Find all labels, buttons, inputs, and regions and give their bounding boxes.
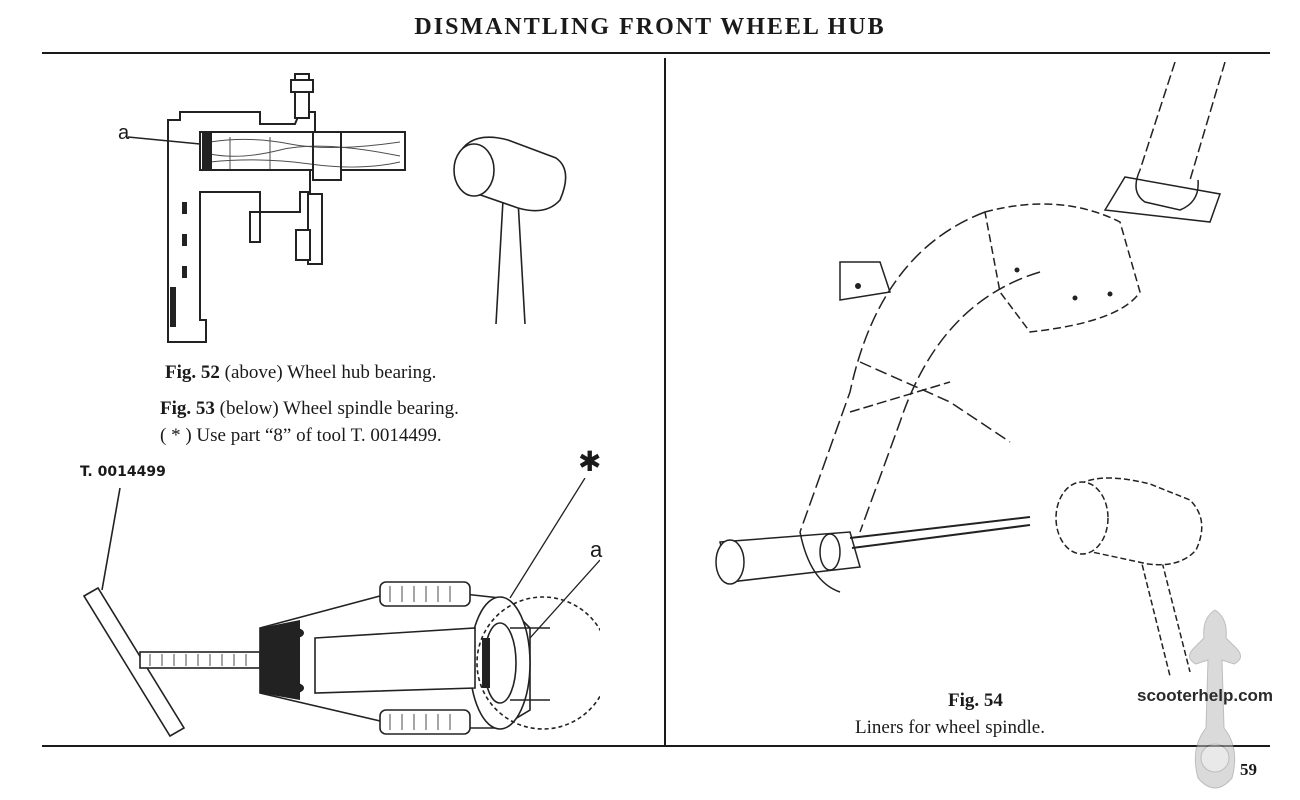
fig52-callout-a: a	[118, 122, 130, 144]
page-title: DISMANTLING FRONT WHEEL HUB	[414, 14, 886, 40]
fig53-caption-text: (below) Wheel spindle bearing.	[214, 398, 459, 419]
fig53-tool-label: T. 0014499	[80, 464, 166, 480]
fig54-caption: Liners for wheel spindle.	[855, 717, 1045, 738]
fig53-puller-drawing	[80, 478, 600, 748]
fig52-caption-text: (above) Wheel hub bearing.	[219, 362, 437, 383]
fig53-callout-star: ✱	[578, 445, 602, 478]
fig53-callout-a: a	[590, 537, 603, 562]
fig52-hub-section-drawing	[110, 62, 420, 362]
watermark-text: scooterhelp.com	[1137, 686, 1274, 705]
fig52-caption: Fig. 52 (above) Wheel hub bearing.	[165, 362, 436, 384]
fig52-label: Fig. 52	[165, 362, 220, 383]
fig54-label: Fig. 54	[948, 690, 1003, 711]
scooter-logo-icon	[1180, 608, 1250, 798]
fig53-caption: Fig. 53 (below) Wheel spindle bearing.	[160, 398, 459, 420]
page-number: 59	[1240, 760, 1257, 779]
fig53-label: Fig. 53	[160, 398, 215, 419]
footer-rule	[42, 745, 1270, 747]
column-divider	[664, 58, 666, 746]
fig52-mallet-drawing	[448, 128, 578, 338]
fig54-mallet-drawing	[1050, 476, 1230, 686]
fig53-note: ( * ) Use part “8” of tool T. 0014499.	[160, 425, 442, 446]
fig54-frame-drawing	[700, 62, 1240, 602]
header-rule	[42, 52, 1270, 54]
